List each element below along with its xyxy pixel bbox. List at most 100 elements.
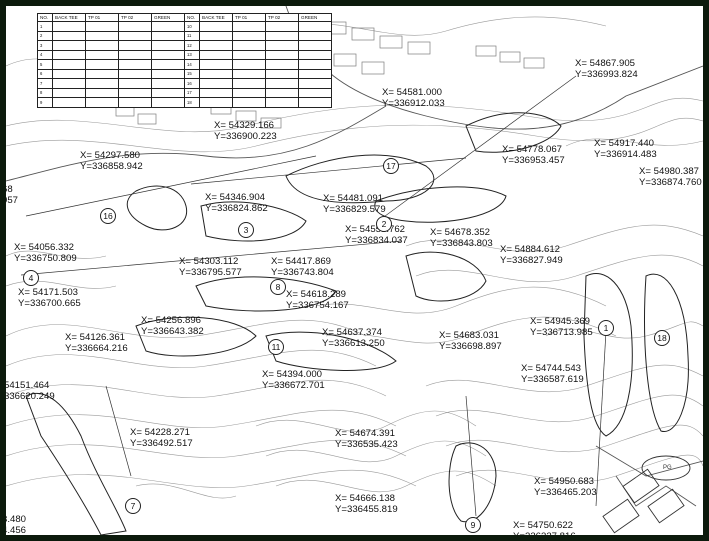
coordinate-y: Y=336912.033 xyxy=(382,98,445,109)
legend-cell xyxy=(52,59,86,70)
legend-cell: 12 xyxy=(184,40,200,51)
coordinate-y: Y=336754.167 xyxy=(286,300,349,311)
coordinate-y: Y=336858.942 xyxy=(80,161,143,172)
map-linework xyxy=(6,6,703,535)
coordinate-x: X= 54481.091 xyxy=(323,193,384,204)
legend-cell xyxy=(265,59,299,70)
coordinate-x: X= 54917.440 xyxy=(594,138,655,149)
legend-cell xyxy=(151,97,185,108)
coordinate-y: Y=336843.803 xyxy=(430,238,493,249)
legend-cell xyxy=(118,97,152,108)
legend-cell xyxy=(265,87,299,98)
hole-number-marker: 1 xyxy=(598,320,614,336)
coordinate-x: X= 54581.000 xyxy=(382,87,443,98)
legend-cell xyxy=(298,97,332,108)
hole-number-marker: 2 xyxy=(376,216,392,232)
coordinate-y: Y=336613.250 xyxy=(322,338,385,349)
legend-cell xyxy=(232,78,266,89)
legend-cell xyxy=(85,30,119,41)
coordinate-x: X= 54346.904 xyxy=(205,192,266,203)
coordinate-label: 3.4804.456 xyxy=(6,514,26,535)
legend-cell: 3 xyxy=(37,40,53,51)
legend-row: 6 15 xyxy=(37,68,332,79)
legend-header-cell: GREEN xyxy=(151,13,185,22)
legend-cell xyxy=(52,21,86,32)
coordinate-y: 4.456 xyxy=(6,525,27,535)
legend-cell xyxy=(232,21,266,32)
coordinate-x: X= 54303.112 xyxy=(179,256,239,267)
hole-number-marker: 16 xyxy=(100,208,116,224)
legend-cell: 10 xyxy=(184,21,200,32)
legend-cell: 6 xyxy=(37,68,53,79)
coordinate-x: X= 54228.271 xyxy=(130,427,191,438)
legend-cell xyxy=(199,87,233,98)
legend-cell xyxy=(199,59,233,70)
legend-cell: 8 xyxy=(37,87,53,98)
legend-header-cell: NO. xyxy=(37,13,53,22)
legend-cell: 18 xyxy=(184,97,200,108)
coordinate-y: Y=336900.223 xyxy=(214,131,277,142)
legend-cell xyxy=(118,87,152,98)
legend-cell xyxy=(298,49,332,60)
coordinate-y: Y=336465.203 xyxy=(534,487,597,498)
legend-cell xyxy=(118,30,152,41)
coordinate-y: Y=336829.579 xyxy=(323,204,386,215)
coordinate-y: Y=336874.760 xyxy=(639,177,702,188)
coordinate-y: Y=336643.382 xyxy=(141,326,204,337)
legend-header-cell: TP 01 xyxy=(85,13,119,22)
coordinate-x: X= 54945.369 xyxy=(530,316,591,327)
legend-cell: 13 xyxy=(184,49,200,60)
hole-number-marker: 18 xyxy=(654,330,670,346)
coordinate-x: X= 54750.622 xyxy=(513,520,574,531)
legend-cell xyxy=(298,78,332,89)
coordinate-y: Y=336743.804 xyxy=(271,267,334,278)
coordinate-x: X= 54980.387 xyxy=(639,166,700,177)
coordinate-x: X= 54678.352 xyxy=(430,227,491,238)
legend-header-cell: NO. xyxy=(184,13,200,22)
legend-cell: 15 xyxy=(184,68,200,79)
coordinate-label: 68957 xyxy=(6,184,18,206)
legend-cell: 14 xyxy=(184,59,200,70)
legend-cell xyxy=(52,87,86,98)
coordinate-y: Y=336535.423 xyxy=(335,439,398,450)
legend-cell xyxy=(85,21,119,32)
legend-cell xyxy=(232,59,266,70)
pg-label: PG xyxy=(663,465,672,471)
coordinate-x: 68 xyxy=(6,184,13,195)
legend-cell xyxy=(118,49,152,60)
legend-cell: 1 xyxy=(37,21,53,32)
coordinate-y: Y=336827.949 xyxy=(500,255,563,266)
legend-cell: 4 xyxy=(37,49,53,60)
legend-cell xyxy=(85,49,119,60)
legend-cell xyxy=(85,87,119,98)
coordinate-label: X= 54750.622Y=336337.816 xyxy=(513,520,576,535)
legend-cell xyxy=(298,68,332,79)
legend-cell xyxy=(118,59,152,70)
coordinate-y: Y=336664.216 xyxy=(65,343,128,354)
legend-cell xyxy=(232,97,266,108)
legend-cell xyxy=(151,78,185,89)
legend-cell xyxy=(298,59,332,70)
hole-number-marker: 17 xyxy=(383,158,399,174)
legend-cell xyxy=(52,78,86,89)
legend-cell xyxy=(265,68,299,79)
